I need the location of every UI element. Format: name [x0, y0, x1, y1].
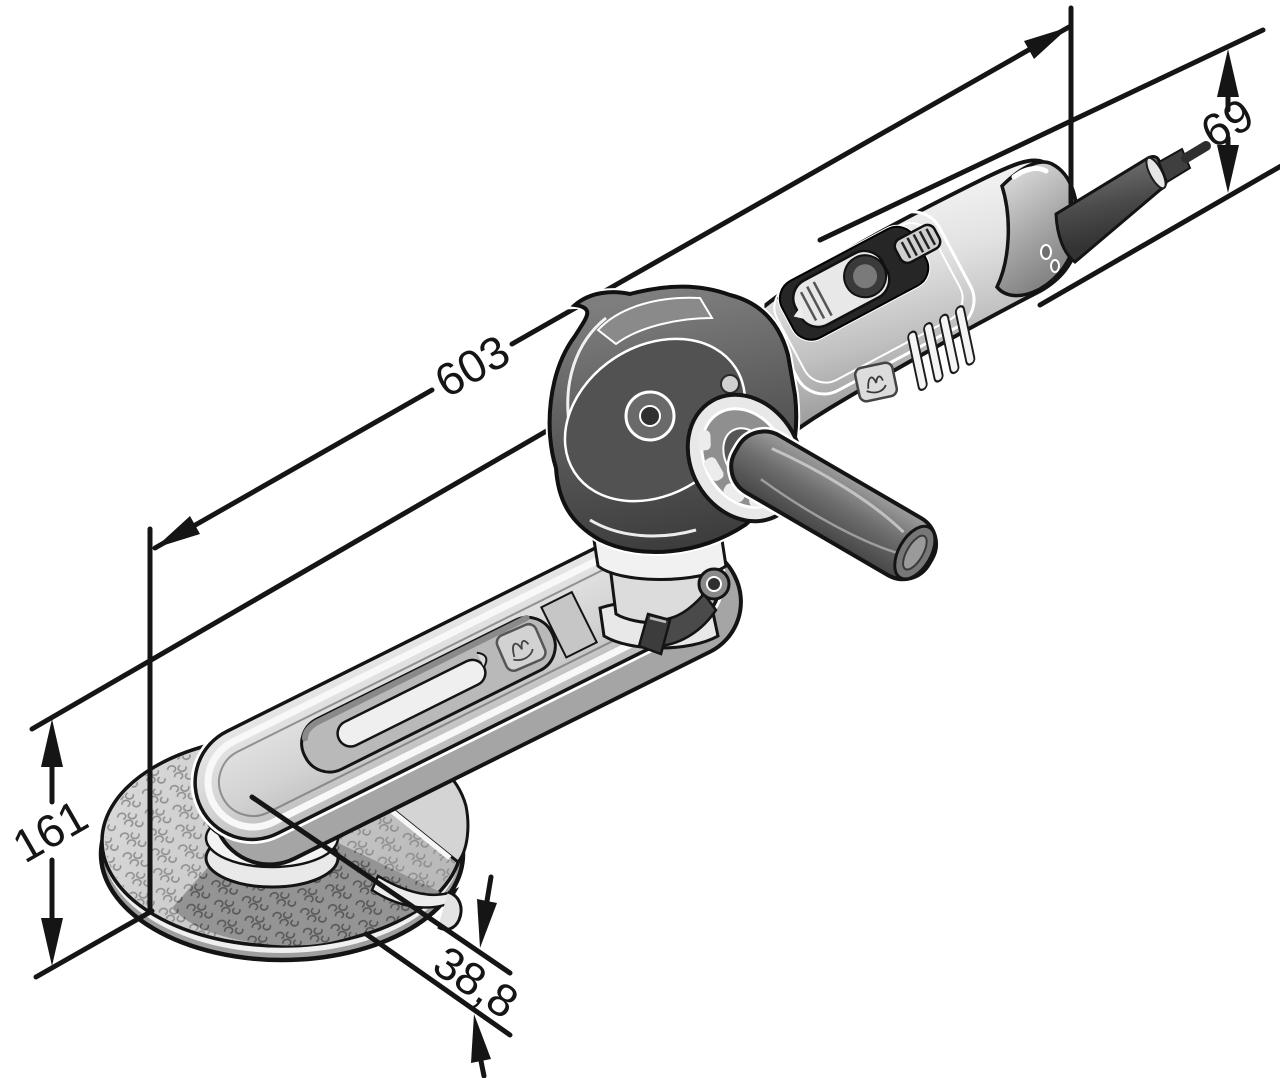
switch-arrow-mark: [793, 305, 804, 319]
switch-knob-cap-inner: [853, 264, 878, 289]
dim-head-height-extension-bottom: [33, 908, 155, 980]
rear-cap-dot-2: [1050, 259, 1060, 273]
dimension-annotations: [33, 5, 1280, 1078]
fein-logo-icon-housing: [853, 361, 899, 403]
vent-slots: [907, 305, 976, 392]
power-cable: [1054, 141, 1211, 264]
arm-slot-latch: [476, 651, 488, 668]
clamp-lever: [637, 567, 731, 656]
dim-length-line-left: [152, 387, 435, 551]
fein-logo-icon-arm: [495, 622, 547, 672]
arrow-length-right: [1024, 27, 1069, 59]
arrow-head-height-up: [41, 719, 63, 767]
tool-illustration: [98, 141, 1211, 963]
housing-controls: [777, 223, 976, 403]
arm-step: [540, 590, 599, 659]
head-accent-lower: [589, 518, 697, 538]
side-handle: [726, 426, 941, 584]
dim-disc-offset-extension-top: [249, 794, 513, 976]
dim-rear-height-extension-top: [817, 27, 1266, 243]
arrow-disc-offset-up: [471, 1014, 491, 1063]
dim-disc-offset-stem-top: [484, 874, 494, 904]
dim-head-height-extension-top: [29, 404, 591, 732]
collar-slot-1: [704, 457, 724, 481]
arrow-head-height-down: [41, 918, 63, 966]
arm-recess-shadow: [301, 614, 530, 742]
handle-streak-1: [771, 447, 905, 534]
collar-slot-2: [723, 483, 746, 503]
arrow-rear-height-up: [1217, 49, 1239, 97]
head-top-plate: [596, 296, 714, 346]
handle-streak-2: [760, 478, 903, 556]
arm-through-slot: [336, 658, 487, 748]
dimension-arrowheads: [41, 27, 1239, 1063]
handle-end-inner: [902, 534, 928, 571]
handle-grip: [729, 429, 938, 582]
collar-slot-4: [697, 430, 711, 451]
spindle-hole: [639, 405, 661, 427]
dim-disc-offset-extension-bottom: [363, 931, 513, 1038]
lever-grip: [637, 612, 672, 656]
rear-cap-specular: [1011, 166, 1049, 180]
dim-disc-offset-stem-bottom: [478, 1058, 487, 1078]
lever-bolt: [706, 576, 722, 592]
rear-cap-dot-1: [1040, 244, 1052, 260]
arrow-rear-height-down: [1217, 145, 1239, 193]
head-screw: [720, 374, 740, 394]
dim-rear-height-extension-bottom: [1037, 163, 1280, 308]
arrow-length-left: [155, 516, 200, 548]
speed-dial: [893, 223, 942, 265]
power-switch: [777, 224, 931, 342]
cable-cord: [1181, 141, 1211, 163]
arrow-disc-offset-down: [477, 899, 497, 948]
lever-highlight: [649, 616, 667, 624]
